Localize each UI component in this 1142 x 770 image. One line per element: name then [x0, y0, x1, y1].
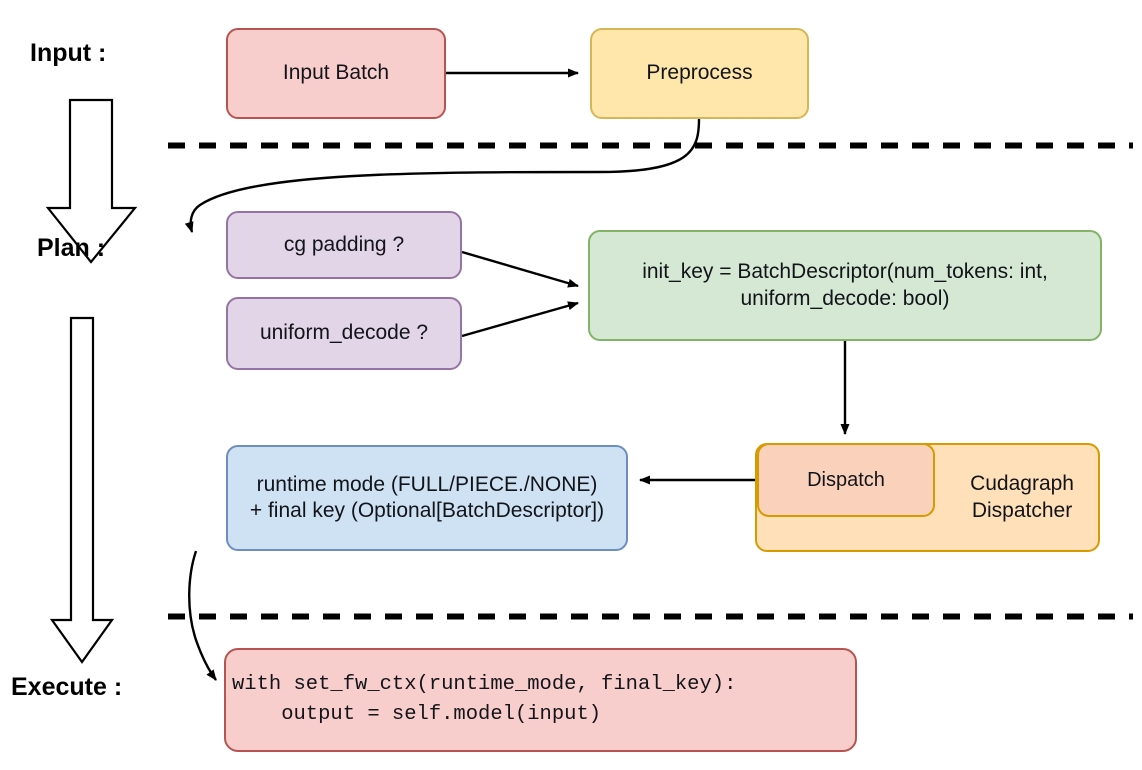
cg-padding-to-init-key-arrow	[461, 250, 579, 288]
node-exec-code-line1: with set_fw_ctx(runtime_mode, final_key)…	[232, 673, 737, 697]
input-to-plan-stage-arrow	[45, 98, 138, 264]
node-init-key[interactable]: init_key = BatchDescriptor(num_tokens: i…	[588, 230, 1102, 341]
node-runtime-mode-label: runtime mode (FULL/PIECE./NONE) + final …	[250, 472, 604, 525]
uniform-decode-to-init-key-arrow	[461, 301, 579, 338]
node-preprocess[interactable]: Preprocess	[590, 28, 809, 119]
node-uniform-decode[interactable]: uniform_decode ?	[226, 297, 462, 370]
stage-label-execute: Execute :	[11, 673, 123, 701]
node-dispatch-label: Dispatch	[807, 468, 885, 491]
node-cudagraph-dispatcher-label: Cudagraph Dispatcher	[970, 471, 1074, 524]
node-exec-code[interactable]: with set_fw_ctx(runtime_mode, final_key)…	[224, 648, 857, 752]
node-cg-padding[interactable]: cg padding ?	[226, 211, 462, 279]
node-uniform-decode-label: uniform_decode ?	[259, 321, 429, 345]
stage-label-input: Input :	[30, 39, 107, 67]
runtime-mode-to-exec-code-arrow	[188, 550, 217, 681]
node-runtime-mode-line2: + final key (Optional[BatchDescriptor])	[249, 499, 605, 522]
node-exec-code-line2: output = self.model(input)	[232, 703, 602, 726]
node-runtime-mode[interactable]: runtime mode (FULL/PIECE./NONE) + final …	[226, 445, 628, 551]
node-exec-code-label: with set_fw_ctx(runtime_mode, final_key)…	[232, 670, 736, 729]
node-init-key-line2: uniform_decode: bool)	[740, 286, 950, 310]
node-input-batch-label: Input Batch	[282, 61, 390, 85]
stage-label-plan: Plan :	[37, 234, 106, 262]
node-init-key-line1: init_key = BatchDescriptor(num_tokens: i…	[642, 260, 1048, 284]
node-dispatch[interactable]: Dispatch	[757, 443, 935, 517]
node-cudagraph-dispatcher-line2: Dispatcher	[971, 498, 1073, 522]
node-preprocess-label: Preprocess	[646, 61, 753, 85]
node-cg-padding-label: cg padding ?	[283, 232, 405, 256]
node-input-batch[interactable]: Input Batch	[226, 28, 446, 119]
node-cudagraph-dispatcher-line1: Cudagraph	[970, 472, 1074, 496]
preprocess-to-cg-padding-arrow	[184, 118, 701, 233]
plan-to-execute-stage-arrow	[49, 316, 115, 664]
node-init-key-label: init_key = BatchDescriptor(num_tokens: i…	[642, 259, 1048, 312]
node-runtime-mode-line1: runtime mode (FULL/PIECE./NONE)	[256, 472, 598, 496]
